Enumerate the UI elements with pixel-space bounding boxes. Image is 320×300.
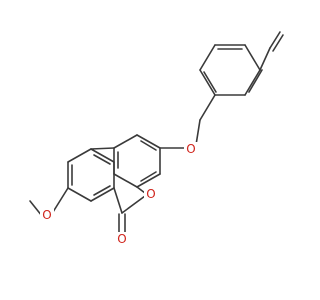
methoxy-oxygen-mask	[40, 208, 54, 222]
structure-svg: O O O O	[29, 31, 284, 246]
bond-line	[93, 154, 111, 165]
bond-line	[140, 140, 157, 151]
bond-line	[272, 34, 284, 52]
bond-line	[195, 119, 201, 146]
bond-line	[113, 134, 138, 149]
bond-line	[248, 69, 263, 93]
bond-line	[121, 195, 146, 214]
bond-line	[244, 44, 261, 71]
bond-line	[140, 171, 157, 182]
ether-oxygen-label: O	[186, 142, 195, 156]
bond-line	[244, 69, 261, 96]
bond-line	[67, 187, 92, 202]
bond-lines	[29, 31, 284, 234]
bond-line	[90, 187, 115, 202]
ring-oxygen-label: O	[146, 187, 155, 201]
bond-line	[90, 147, 115, 150]
bond-line	[93, 185, 111, 196]
bond-line	[52, 187, 69, 213]
carbonyl-oxygen-mask	[115, 232, 129, 246]
ether-oxygen-mask	[184, 142, 198, 156]
ring-oxygen-mask	[144, 187, 158, 201]
bond-line	[113, 173, 138, 188]
bond-line	[113, 187, 123, 214]
carbonyl-oxygen-label: O	[117, 232, 126, 246]
bond-line	[259, 47, 271, 71]
bond-line	[67, 148, 92, 163]
bond-line	[136, 186, 146, 194]
methoxy-oxygen-label: O	[42, 208, 51, 222]
bond-line	[199, 44, 216, 71]
bond-line	[136, 173, 161, 188]
bond-line	[199, 69, 216, 96]
bond-line	[90, 148, 115, 163]
bond-line	[136, 134, 161, 149]
bond-line	[269, 31, 281, 49]
bond-line	[203, 71, 217, 93]
molecule-diagram: O O O O	[29, 31, 284, 246]
bond-line	[199, 94, 216, 121]
